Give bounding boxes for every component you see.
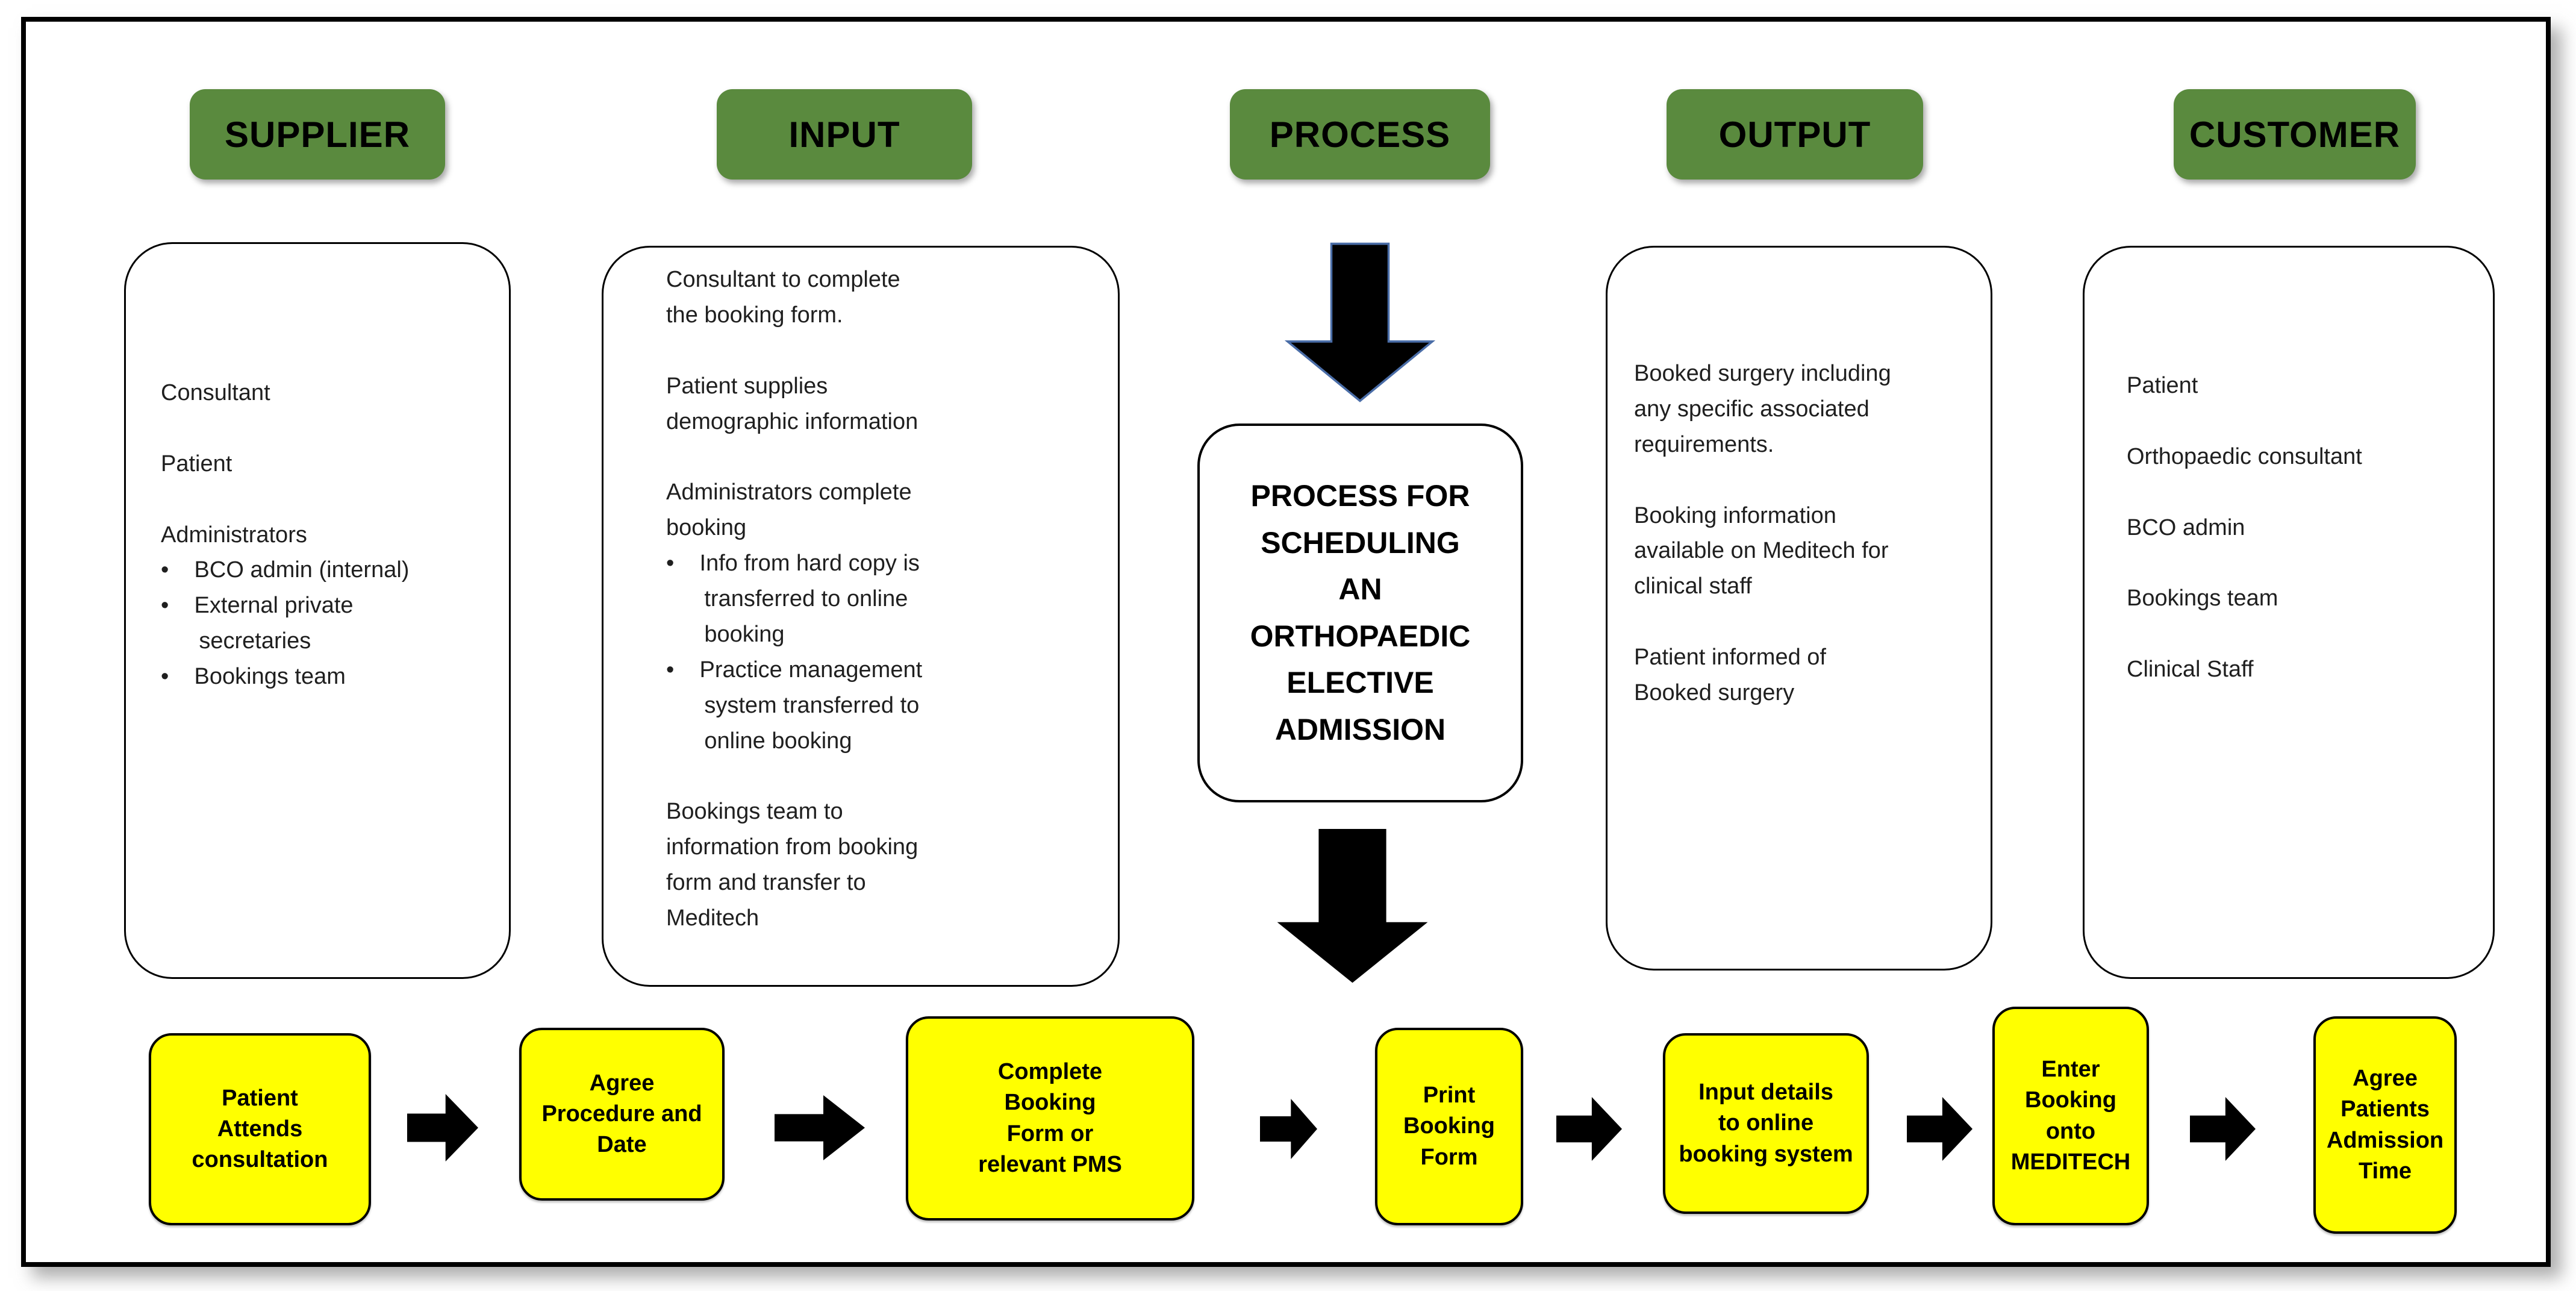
right-arrow-icon — [407, 1094, 478, 1161]
right-arrow-icon — [1907, 1097, 1973, 1161]
header-input: INPUT — [717, 89, 972, 180]
step-label: Enter Booking onto MEDITECH — [2010, 1056, 2131, 1175]
step-label: Patient Attends consultation — [192, 1085, 328, 1173]
step-enter-booking-meditech: Enter Booking onto MEDITECH — [1992, 1007, 2149, 1225]
step-label: Input details to online booking system — [1679, 1080, 1853, 1167]
header-input-label: INPUT — [788, 114, 900, 155]
step-agree-patients-admission-time: Agree Patients Admission Time — [2313, 1016, 2457, 1234]
step-label: Complete Booking Form or relevant PMS — [978, 1058, 1122, 1177]
header-process: PROCESS — [1230, 89, 1490, 180]
header-customer: CUSTOMER — [2174, 89, 2416, 180]
process-title-text: PROCESS FOR SCHEDULING AN ORTHOPAEDIC EL… — [1250, 479, 1471, 746]
right-arrow-icon — [1260, 1099, 1317, 1159]
step-agree-procedure-date: Agree Procedure and Date — [519, 1028, 725, 1201]
header-output: OUTPUT — [1667, 89, 1923, 180]
header-customer-label: CUSTOMER — [2189, 114, 2401, 155]
process-title-box: PROCESS FOR SCHEDULING AN ORTHOPAEDIC EL… — [1197, 424, 1523, 802]
down-arrow-icon — [1276, 829, 1429, 984]
step-label: Print Booking Form — [1403, 1083, 1495, 1170]
customer-box: Patient Orthopaedic consultant BCO admin… — [2083, 246, 2495, 979]
diagram-frame: SUPPLIER INPUT PROCESS OUTPUT CUSTOMER C… — [21, 17, 2551, 1267]
right-arrow-icon — [775, 1095, 865, 1160]
header-supplier-label: SUPPLIER — [224, 114, 411, 155]
output-box: Booked surgery including any specific as… — [1606, 246, 1992, 971]
step-patient-attends-consultation: Patient Attends consultation — [149, 1033, 371, 1225]
input-box-text: Consultant to complete the booking form.… — [666, 267, 923, 931]
input-box: Consultant to complete the booking form.… — [602, 246, 1120, 987]
supplier-box: Consultant Patient Administrators • BCO … — [124, 242, 511, 979]
supplier-box-text: Consultant Patient Administrators • BCO … — [161, 380, 410, 690]
down-arrow-icon — [1285, 242, 1435, 402]
step-label: Agree Patients Admission Time — [2326, 1065, 2444, 1184]
step-print-booking-form: Print Booking Form — [1375, 1028, 1523, 1225]
customer-box-text: Patient Orthopaedic consultant BCO admin… — [2127, 373, 2362, 683]
right-arrow-icon — [2190, 1097, 2256, 1161]
header-supplier: SUPPLIER — [190, 89, 445, 180]
step-complete-booking-form: Complete Booking Form or relevant PMS — [906, 1016, 1194, 1221]
header-process-label: PROCESS — [1269, 114, 1451, 155]
step-input-details-online-booking: Input details to online booking system — [1663, 1033, 1869, 1214]
step-label: Agree Procedure and Date — [541, 1070, 702, 1158]
header-output-label: OUTPUT — [1718, 114, 1871, 155]
output-box-text: Booked surgery including any specific as… — [1634, 361, 1891, 706]
right-arrow-icon — [1556, 1097, 1622, 1161]
